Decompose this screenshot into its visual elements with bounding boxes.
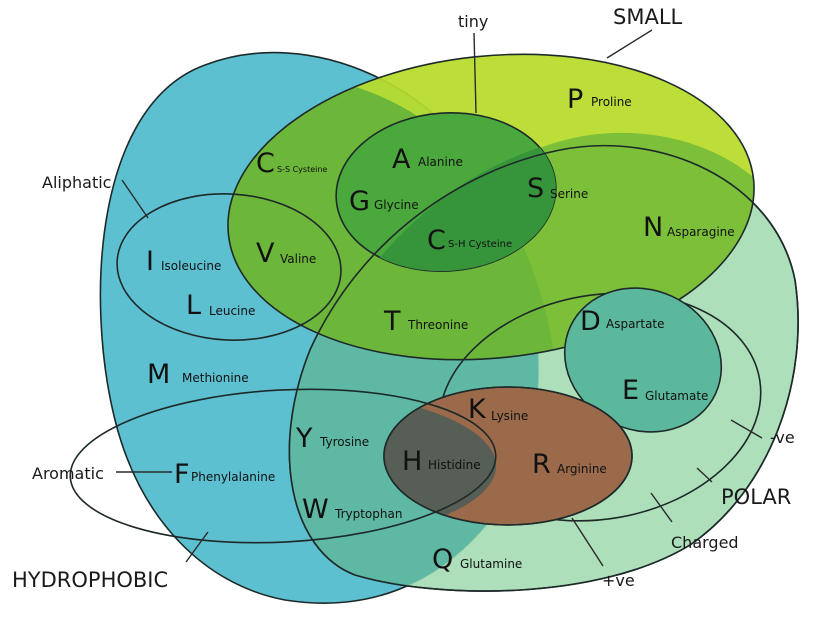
polar-label: POLAR — [721, 485, 791, 509]
amino-acid-glutamine: Q Glutamine — [432, 544, 522, 575]
svg-text:Lysine: Lysine — [491, 409, 528, 423]
svg-text:Tryptophan: Tryptophan — [334, 507, 402, 521]
svg-text:Methionine: Methionine — [182, 371, 249, 385]
amino-acid-serine: S Serine — [527, 173, 588, 204]
aromatic-region — [69, 388, 497, 544]
svg-text:Histidine: Histidine — [428, 458, 481, 472]
svg-text:P: P — [567, 84, 583, 115]
amino-acid-arginine: R Arginine — [532, 449, 607, 480]
amino-acid-histidine: H Histidine — [402, 446, 481, 477]
svg-text:Q: Q — [432, 544, 453, 575]
amino-acid-isoleucine: I Isoleucine — [146, 246, 221, 277]
tiny-leader — [473, 32, 477, 114]
amino-acid-tyrosine: Y Tyrosine — [295, 423, 369, 454]
svg-text:S: S — [527, 173, 544, 204]
svg-text:F: F — [174, 459, 190, 490]
svg-text:N: N — [643, 212, 663, 243]
svg-text:Aspartate: Aspartate — [606, 317, 665, 331]
svg-text:R: R — [532, 449, 551, 480]
svg-text:Serine: Serine — [550, 187, 588, 201]
hydrophobic-leader — [185, 531, 209, 563]
polar-outline — [288, 144, 799, 592]
svg-text:W: W — [302, 494, 329, 525]
svg-text:T: T — [383, 306, 401, 337]
amino-acid-proline: P Proline — [567, 84, 632, 115]
amino-acid-phenylalanine: F Phenylalanine — [174, 459, 275, 490]
svg-text:V: V — [256, 238, 275, 269]
amino-acid-asparagine: N Asparagine — [643, 212, 735, 243]
svg-text:Leucine: Leucine — [209, 304, 255, 318]
amino-acid-valine: V Valine — [256, 238, 316, 269]
amino-acid-threonine: T Threonine — [383, 306, 468, 337]
aliphatic-region — [116, 193, 342, 341]
charged-leader — [650, 492, 673, 523]
svg-text:Glutamine: Glutamine — [460, 557, 522, 571]
aliphatic-leader — [121, 179, 149, 219]
svg-text:Alanine: Alanine — [418, 155, 463, 169]
svg-text:S-S Cysteine: S-S Cysteine — [277, 165, 327, 174]
amino-acid-leucine: L Leucine — [186, 290, 255, 321]
amino-acid-cysteine-ss: C S-S Cysteine — [256, 148, 327, 179]
svg-text:Tyrosine: Tyrosine — [319, 435, 369, 449]
aromatic-label: Aromatic — [32, 464, 104, 483]
negative-leader — [730, 419, 763, 439]
svg-text:Threonine: Threonine — [407, 318, 468, 332]
svg-text:Proline: Proline — [591, 95, 632, 109]
amino-acid-tryptophan: W Tryptophan — [302, 494, 402, 525]
svg-text:C: C — [427, 225, 446, 256]
aliphatic-label: Aliphatic — [42, 173, 111, 192]
svg-text:C: C — [256, 148, 275, 179]
amino-acid-methionine: M Methionine — [147, 359, 249, 390]
negative-label: -ve — [770, 428, 795, 447]
small-leader — [606, 29, 653, 59]
positive-outline — [383, 386, 633, 526]
amino-acid-aspartate: D Aspartate — [580, 306, 665, 337]
svg-text:E: E — [622, 375, 639, 406]
svg-text:Glutamate: Glutamate — [645, 389, 708, 403]
svg-text:Asparagine: Asparagine — [667, 225, 735, 239]
amino-acid-lysine: K Lysine — [468, 394, 528, 425]
amino-acid-glutamate: E Glutamate — [622, 375, 708, 406]
amino-acid-alanine: A Alanine — [392, 144, 463, 175]
small-label: SMALL — [613, 5, 683, 29]
svg-text:M: M — [147, 359, 170, 390]
positive-label: +ve — [602, 571, 635, 590]
svg-text:K: K — [468, 394, 487, 425]
svg-text:Arginine: Arginine — [557, 462, 607, 476]
amino-acid-cysteine-sh: C S-H Cysteine — [427, 225, 512, 256]
amino-acid-glycine: G Glycine — [349, 186, 419, 217]
svg-text:L: L — [186, 290, 201, 321]
svg-text:Valine: Valine — [280, 252, 316, 266]
svg-text:Y: Y — [295, 423, 313, 454]
svg-text:G: G — [349, 186, 370, 217]
svg-text:Phenylalanine: Phenylalanine — [191, 470, 275, 484]
charged-label: Charged — [671, 533, 739, 552]
tiny-label: tiny — [458, 12, 488, 31]
hydrophobic-label: HYDROPHOBIC — [12, 568, 168, 592]
svg-text:S-H Cysteine: S-H Cysteine — [448, 239, 512, 250]
svg-text:D: D — [580, 306, 601, 337]
svg-text:A: A — [392, 144, 411, 175]
svg-text:H: H — [402, 446, 422, 477]
polar-leader — [696, 467, 713, 483]
svg-text:Isoleucine: Isoleucine — [161, 259, 221, 273]
positive-leader — [571, 517, 604, 567]
svg-text:I: I — [146, 246, 154, 277]
svg-text:Glycine: Glycine — [374, 198, 419, 212]
